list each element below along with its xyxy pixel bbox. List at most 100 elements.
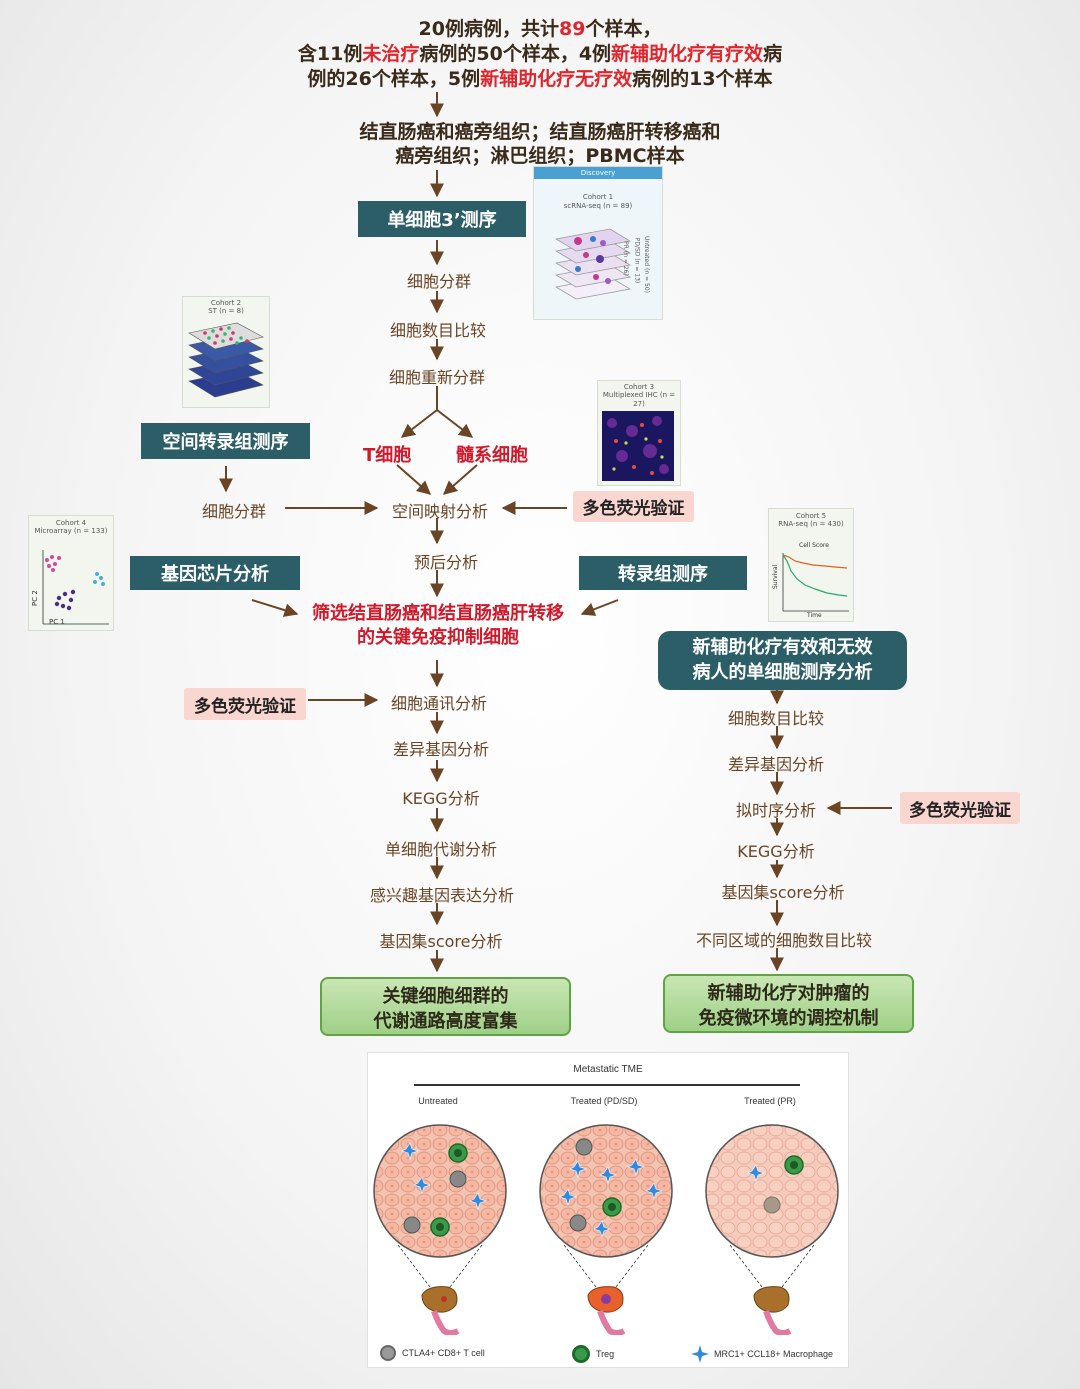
step-spatial-clustering: 细胞分群 <box>201 502 267 521</box>
cell-score-label: Cell Score <box>799 542 829 549</box>
rnaseq-cohort: Cohort 5 <box>795 512 827 520</box>
sample-count: 89 <box>558 18 586 40</box>
tme-illustration <box>373 1124 839 1335</box>
microarray-box: 基因芯片分析 <box>130 556 300 590</box>
header-text: 病例的13个样本 <box>632 68 773 90</box>
result-immune-box: 新辅助化疗对肿瘤的 免疫微环境的调控机制 <box>663 974 914 1033</box>
legend-macrophage-label: MRC1+ CCL18+ Macrophage <box>714 1349 834 1359</box>
t-cell-label: T细胞 <box>363 445 412 466</box>
header-text: 含11例 <box>297 43 363 65</box>
discovery-thumbnail: Discovery Cohort 1 scRNA-seq (n = 89) PR… <box>533 166 663 320</box>
neoadjuvant-box: 新辅助化疗有效和无效 病人的单细胞测序分析 <box>658 631 907 690</box>
tme-panel: Metastatic TME Untreated Treated (PD/SD)… <box>367 1052 849 1368</box>
survival-plot <box>782 553 849 612</box>
ihc-cohort: Cohort 3 <box>623 383 655 391</box>
rnaseq-sub: RNA-seq (n = 430) <box>778 520 844 528</box>
discovery-sub: scRNA-seq (n = 89) <box>563 202 633 210</box>
legend-cd8: CTLA4+ CD8+ T cell <box>380 1345 485 1361</box>
tme-col-untreated: Untreated <box>418 1096 458 1106</box>
untreated-highlight: 未治疗 <box>362 43 420 65</box>
right-step-geneset: 基因集score分析 <box>721 883 845 902</box>
mif-validation-right: 多色荧光验证 <box>900 792 1020 824</box>
step-spatial-mapping: 空间映射分析 <box>391 502 489 521</box>
discovery-side-labels: PR (n = 26) PD/SD (n = 13) Untreated (n … <box>622 217 662 307</box>
discovery-header: Discovery <box>534 167 662 179</box>
ihc-image <box>602 411 674 481</box>
step-recluster: 细胞重新分群 <box>388 368 486 387</box>
pc2-label: PC 2 <box>31 590 39 606</box>
pc1-label: PC 1 <box>49 618 65 626</box>
microarray-thumbnail: Cohort 4 Microarray (n = 133) PC 1 PC 2 <box>28 515 114 631</box>
result-line-2: 免疫微环境的调控机制 <box>698 1008 879 1029</box>
legend-macrophage: MRC1+ CCL18+ Macrophage <box>690 1344 833 1364</box>
mif-validation-left: 多色荧光验证 <box>184 688 306 720</box>
st-stack-image <box>188 322 264 398</box>
tme-col-pdsd: Treated (PD/SD) <box>570 1096 638 1106</box>
key-cells-line-2: 的关键免疫抑制细胞 <box>357 627 519 648</box>
right-step-pseudotime: 拟时序分析 <box>735 801 817 820</box>
legend-treg: Treg <box>572 1345 614 1363</box>
st-sub: ST (n = 8) <box>208 307 244 315</box>
result-line-2: 代谢通路高度富集 <box>373 1011 518 1032</box>
header-text: 20例病例，共计 <box>418 18 559 40</box>
tissue-line-2: 癌旁组织；淋巴组织；PBMC样本 <box>395 145 685 167</box>
header-line-2: 含11例未治疗病例的50个样本，4例新辅助化疗有疗效病 <box>0 41 1080 67</box>
neoadjuvant-line-2: 病人的单细胞测序分析 <box>692 662 873 683</box>
scrna-stack-image <box>554 228 632 300</box>
header-text: 个样本， <box>585 18 662 40</box>
survival-xlabel: Time <box>807 612 822 619</box>
neoadjuvant-line-1: 新辅助化疗有效和无效 <box>692 637 873 658</box>
discovery-cohort: Cohort 1 <box>582 193 614 201</box>
ihc-thumbnail: Cohort 3 Multiplexed IHC (n = 27) <box>597 380 681 486</box>
step-cell-count: 细胞数目比较 <box>389 321 487 340</box>
rnaseq-box: 转录组测序 <box>579 556 747 590</box>
microarray-sub: Microarray (n = 133) <box>34 527 108 535</box>
step-cell-clustering: 细胞分群 <box>406 272 472 291</box>
side-label-untreated: Untreated (n = 50) <box>642 236 650 293</box>
tme-col-pr: Treated (PR) <box>744 1096 796 1106</box>
result-line-1: 关键细胞细群的 <box>382 986 509 1007</box>
right-step-region-count: 不同区域的细胞数目比较 <box>695 931 873 950</box>
right-step-count: 细胞数目比较 <box>727 709 825 728</box>
legend-cd8-label: CTLA4+ CD8+ T cell <box>402 1348 485 1358</box>
ihc-sub: Multiplexed IHC (n = 27) <box>602 391 676 408</box>
scrna-seq-box: 单细胞3’测序 <box>358 201 526 237</box>
nonresponder-highlight: 新辅助化疗无疗效 <box>480 68 633 90</box>
header-line-1: 20例病例，共计89个样本， <box>0 16 1080 42</box>
side-label-pdsd: PD/SD (n = 13) <box>633 237 641 284</box>
header-text: 病 <box>763 43 783 65</box>
legend-treg-label: Treg <box>596 1349 615 1359</box>
step-interest-genes: 感兴趣基因表达分析 <box>369 886 515 905</box>
tme-divider <box>414 1084 800 1086</box>
header-line-3: 例的26个样本，5例新辅助化疗无疗效病例的13个样本 <box>0 66 1080 92</box>
scrna-seq-label: 单细胞3’测序 <box>387 210 497 231</box>
st-cohort: Cohort 2 <box>210 299 242 307</box>
myeloid-label: 髓系细胞 <box>456 445 528 466</box>
macrophage-icon <box>691 1345 709 1363</box>
mif-validation-label: 多色荧光验证 <box>909 800 1011 821</box>
key-cells-title: 筛选结直肠癌和结直肠癌肝转移 的关键免疫抑制细胞 <box>290 602 586 650</box>
organ-pr <box>753 1286 792 1335</box>
right-step-deg: 差异基因分析 <box>727 755 825 774</box>
tissue-line-1: 结直肠癌和癌旁组织；结直肠癌肝转移癌和 <box>359 121 721 143</box>
header-text: 例的26个样本，5例 <box>307 68 481 90</box>
step-metabolism: 单细胞代谢分析 <box>384 840 498 859</box>
mif-validation-label: 多色荧光验证 <box>194 696 296 717</box>
tme-circle-untreated <box>373 1124 507 1258</box>
organ-pdsd <box>587 1286 626 1335</box>
step-prognosis: 预后分析 <box>413 553 479 572</box>
pca-plot <box>42 550 109 625</box>
header-text: 病例的50个样本，4例 <box>419 43 612 65</box>
step-deg: 差异基因分析 <box>392 740 490 759</box>
cd8-t-cell-icon <box>380 1345 396 1361</box>
microarray-label: 基因芯片分析 <box>161 564 269 585</box>
st-thumbnail: Cohort 2 ST (n = 8) <box>182 296 270 408</box>
step-cell-communication: 细胞通讯分析 <box>390 694 488 713</box>
responder-highlight: 新辅助化疗有疗效 <box>611 43 764 65</box>
tme-circle-pr <box>705 1124 839 1258</box>
mif-validation-label: 多色荧光验证 <box>582 499 685 519</box>
result-line-1: 新辅助化疗对肿瘤的 <box>707 983 870 1004</box>
mif-validation-top: 多色荧光验证 <box>573 491 694 522</box>
microarray-cohort: Cohort 4 <box>55 519 87 527</box>
